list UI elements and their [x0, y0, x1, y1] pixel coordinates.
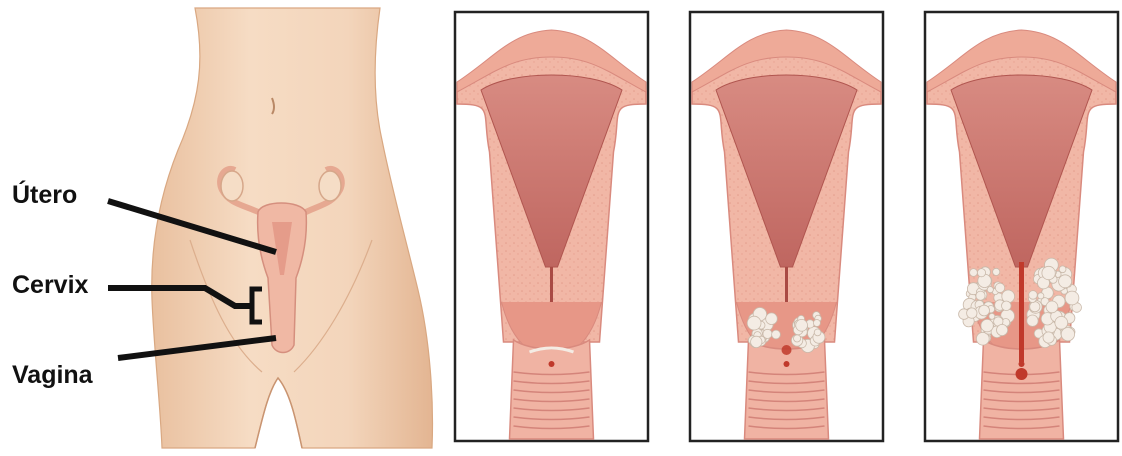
lesion-nodule	[981, 319, 993, 331]
lesion-nodule	[987, 287, 993, 293]
lesion-nodule	[979, 305, 990, 316]
lesion-nodule	[747, 316, 761, 330]
lesion-nodule	[1046, 301, 1058, 313]
panel-small-lesion	[690, 12, 883, 441]
panel-large-lesion	[925, 12, 1118, 441]
ovary-left	[221, 171, 243, 201]
lesion-nodule	[976, 291, 985, 300]
lesion-nodule	[1059, 275, 1072, 288]
lesion-nodule	[1030, 302, 1040, 312]
lesion-nodule	[1061, 328, 1074, 341]
panel-normal-cervix	[455, 12, 648, 441]
bleeding-spot	[1016, 368, 1028, 380]
lesion-nodule	[1055, 316, 1068, 329]
ovary-right	[319, 171, 341, 201]
vaginal-canal	[510, 340, 594, 439]
lesion-nodule	[1065, 291, 1079, 305]
lesion-nodule	[1043, 332, 1054, 343]
lesion-nodule	[989, 313, 995, 319]
lesion-nodule	[772, 330, 781, 339]
label-vagina: Vagina	[12, 361, 94, 389]
lesion-nodule	[967, 308, 977, 318]
lesion-nodule	[813, 320, 820, 327]
lesion-nodule	[1042, 266, 1055, 279]
lesion-nodule	[796, 319, 808, 331]
stage-panels	[455, 12, 1118, 441]
lesion-nodule	[1002, 301, 1012, 311]
cervical-os	[549, 361, 555, 367]
lesion-nodule	[814, 329, 821, 336]
cervical-os	[784, 361, 790, 367]
bleeding-spot	[782, 345, 792, 355]
lesion-nodule	[970, 269, 978, 277]
lesion-nodule	[997, 324, 1008, 335]
lesion-nodule	[794, 335, 801, 342]
lesion-nodule	[1027, 315, 1038, 326]
label-cervix: Cervix	[12, 271, 89, 299]
lesion-nodule	[751, 336, 762, 347]
lesion-nodule	[1029, 291, 1038, 300]
lesion-nodule	[1038, 293, 1044, 299]
lesion-nodule	[977, 269, 985, 277]
label-uterus: Útero	[12, 179, 77, 209]
lesion-nodule	[766, 313, 778, 325]
lesion-nodule	[995, 283, 1004, 292]
lesion-nodule	[993, 268, 1000, 275]
